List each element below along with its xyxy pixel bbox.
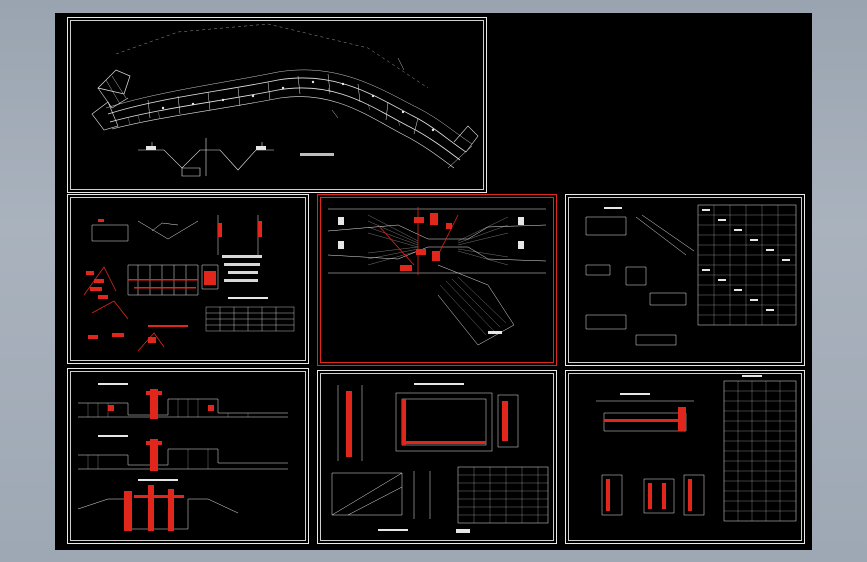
plan-view-drawing	[91, 23, 479, 177]
sheet-inner-border	[70, 20, 484, 190]
structure-detail-drawing	[331, 383, 549, 533]
sheet-junction-plan[interactable]	[317, 194, 557, 366]
sheet-table-detail[interactable]	[565, 370, 805, 544]
sheet-inner-border	[70, 371, 306, 541]
sheet-inner-border	[70, 197, 306, 361]
sheet-structure-detail[interactable]	[317, 370, 557, 544]
sheet-inner-border	[320, 197, 554, 363]
cad-model-space-canvas[interactable]	[55, 13, 812, 550]
section-1-drawing	[585, 204, 797, 346]
detail-1-drawing	[83, 215, 295, 352]
sheet-inner-border	[568, 197, 802, 363]
junction-plan-drawing	[327, 207, 547, 346]
sheet-detail-1[interactable]	[67, 194, 309, 364]
sheet-elevation[interactable]	[67, 368, 309, 544]
sheet-plan-view[interactable]	[67, 17, 487, 193]
sheet-inner-border	[320, 373, 554, 541]
plan-title-block	[300, 153, 334, 156]
table-detail-drawing	[596, 375, 797, 522]
sheet-inner-border	[568, 373, 802, 541]
elevation-drawing	[77, 383, 288, 531]
sheet-section-1[interactable]	[565, 194, 805, 366]
